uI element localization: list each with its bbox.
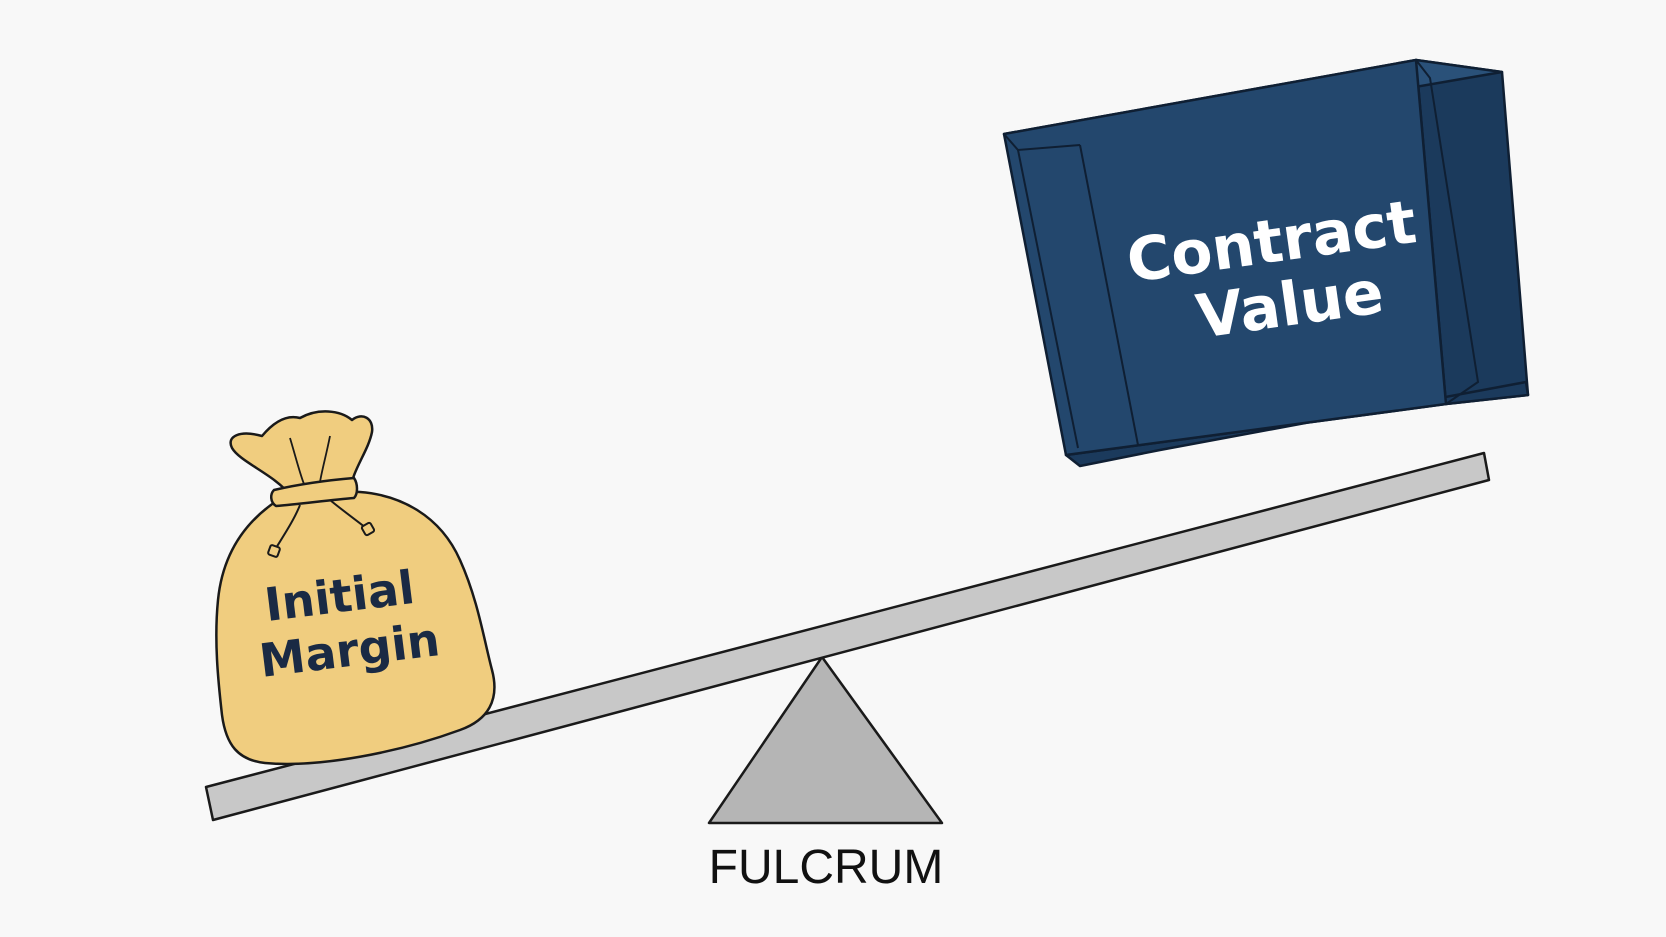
fulcrum-label: FULCRUM (709, 841, 944, 894)
fulcrum-triangle (707, 655, 944, 825)
bag-tie (270, 476, 359, 508)
bag-string-left (275, 504, 301, 549)
money-bag-icon: Initial Margin (215, 410, 496, 766)
bag-string-tip-left (267, 544, 281, 558)
lever-beam (204, 451, 1491, 822)
contract-box: Contract Value (1002, 58, 1530, 468)
bag-top (229, 410, 374, 497)
bag-string-tip-right (360, 521, 376, 537)
bag-body (215, 489, 496, 766)
